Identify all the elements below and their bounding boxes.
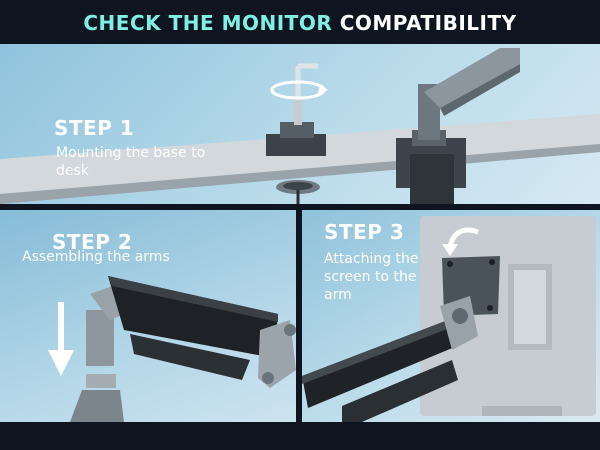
step-2-description: Assembling the arms [22,249,170,265]
gas-spring-arm [108,276,278,358]
title-part-check: CHECK THE [83,11,215,35]
elbow-joint [258,320,296,388]
step-2-label: STEP 2 [52,230,133,254]
step-1-panel: STEP 1 Mounting the base to desk [0,44,600,204]
page-title: CHECK THE MONITOR COMPATIBILITY [0,8,600,38]
step-1-description: Mounting the base to desk [56,145,206,179]
arm-segment [424,48,520,108]
step-3-illustration [302,216,596,422]
title-part-monitor: MONITOR [221,11,333,35]
clamp-base-left [266,134,326,156]
step-2-panel: STEP 2 Assembling the arms [0,210,296,422]
step-3-panel: STEP 3 Attaching the screen to the arm [302,210,600,422]
step-1-illustration [0,48,600,204]
hex-key-shaft [294,99,302,125]
step-2-illustration [48,276,296,422]
arm-pole [86,310,114,366]
title-part-compat: COMPATIBILITY [339,11,517,35]
step-3-label: STEP 3 [324,220,405,244]
rotate-arrow-icon [270,80,328,100]
monitor-arm [302,320,462,408]
step-1-label: STEP 1 [54,116,135,140]
down-arrow-icon [48,302,74,376]
clamp-base [70,390,124,422]
step-3-description: Attaching the screen to the arm [324,251,419,303]
